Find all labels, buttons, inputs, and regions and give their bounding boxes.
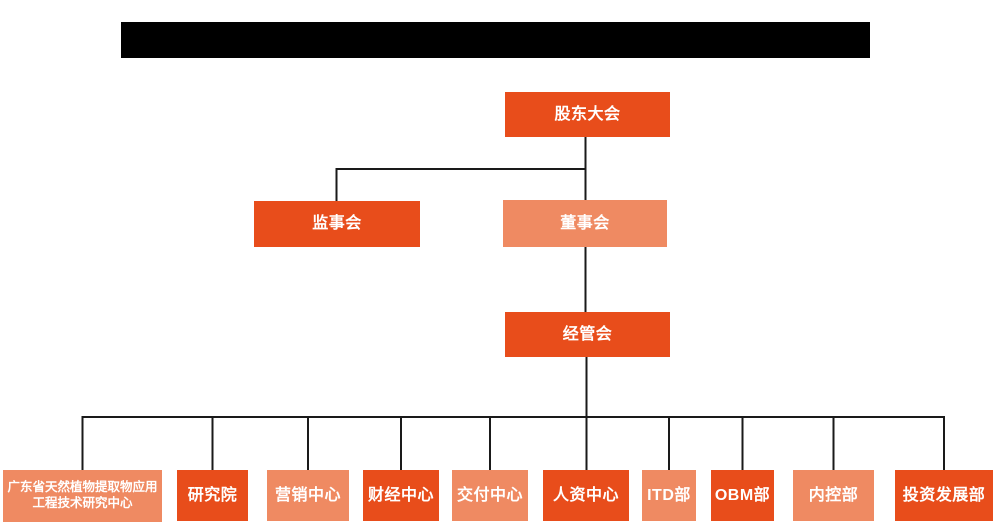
org-node-investment-development-department: 投资发展部 <box>895 470 993 521</box>
org-node-label: 研究院 <box>187 486 238 504</box>
org-node-board-of-directors: 董事会 <box>503 200 667 247</box>
org-node-label: 交付中心 <box>456 486 523 504</box>
org-node-shareholders-meeting: 股东大会 <box>505 92 670 137</box>
org-node-label: 营销中心 <box>274 486 341 504</box>
org-node-management-committee: 经管会 <box>505 312 670 357</box>
redacted-title-bar <box>121 22 870 58</box>
org-node-gd-natural-plant-extract-research-center: 广东省天然植物提取物应用工程技术研究中心 <box>3 470 162 522</box>
org-node-label: 广东省天然植物提取物应用工程技术研究中心 <box>7 480 158 510</box>
org-node-internal-control-department: 内控部 <box>793 470 874 521</box>
org-node-label: 董事会 <box>560 214 610 232</box>
org-node-label: 内控部 <box>808 486 859 504</box>
org-node-label: 人资中心 <box>552 486 619 504</box>
org-node-hr-center: 人资中心 <box>543 470 629 521</box>
org-node-label: 经管会 <box>562 325 613 343</box>
org-node-label: 财经中心 <box>367 486 434 504</box>
org-node-marketing-center: 营销中心 <box>267 470 349 521</box>
org-node-research-institute: 研究院 <box>177 470 248 521</box>
org-node-label: 投资发展部 <box>902 486 986 504</box>
org-node-itd-department: ITD部 <box>642 470 696 521</box>
org-node-finance-center: 财经中心 <box>363 470 439 521</box>
org-node-label: ITD部 <box>647 486 691 504</box>
org-node-supervisory-board: 监事会 <box>254 201 420 247</box>
org-node-delivery-center: 交付中心 <box>452 470 528 521</box>
org-node-label: 监事会 <box>312 215 362 232</box>
org-node-label: OBM部 <box>714 486 771 504</box>
org-node-obm-department: OBM部 <box>711 470 774 521</box>
org-node-label: 股东大会 <box>554 105 621 123</box>
